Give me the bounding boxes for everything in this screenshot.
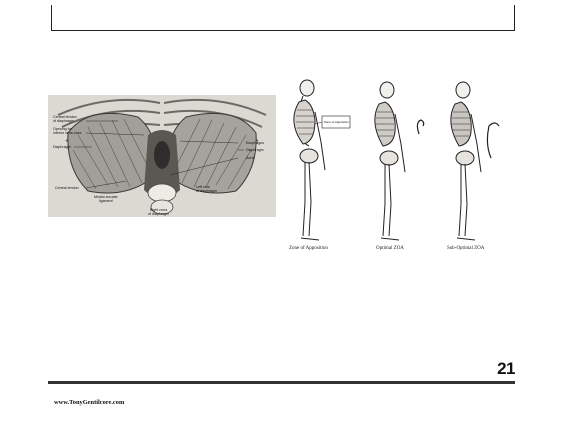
caption-sub-optimal-zoa: Sub-Optimal ZOA [447,246,484,251]
label-central-tendon: Central tendon [55,186,79,190]
title-placeholder-box [51,5,515,31]
page-number: 21 [497,359,515,379]
label-diaphragm-right: Diaphragm [246,148,264,152]
label-left-crus: Left crus of diaphragm [196,185,217,193]
caption-optimal-zoa: Optimal ZOA [376,246,404,251]
footer-url: www.TonyGentilcore.com [54,399,124,406]
skeleton-1 [294,80,325,240]
label-opening-inferior-vena-cava: Opening for inferior vena cava [53,127,81,135]
inset-label-zone-of-apposition: Zone of Apposition [324,120,349,124]
label-diaphragm-left: Diaphragm [53,145,71,149]
label-medial-arcuate-ligament: Medial arcuate ligament [94,195,118,203]
footer-divider [48,381,515,384]
skeleton-3 [451,82,481,240]
label-aorta: Aorta [246,156,255,160]
label-central-tendon-of-diaphragm: Central tendon of diaphragm [53,115,77,123]
diaphragm-illustration [48,95,276,217]
caption-zone-of-apposition: Zone of Apposition [289,246,328,251]
skeleton-2 [375,82,405,240]
label-right-crus: Right crura of diaphragm [148,208,169,216]
skeletons-illustration [291,76,513,252]
label-esophagus: Esophagus [246,141,264,145]
zone-of-apposition-figure: Zone of Apposition Zone of Apposition Op… [291,76,513,252]
diaphragm-anatomy-figure: Central tendon of diaphragm Opening for … [48,95,276,217]
